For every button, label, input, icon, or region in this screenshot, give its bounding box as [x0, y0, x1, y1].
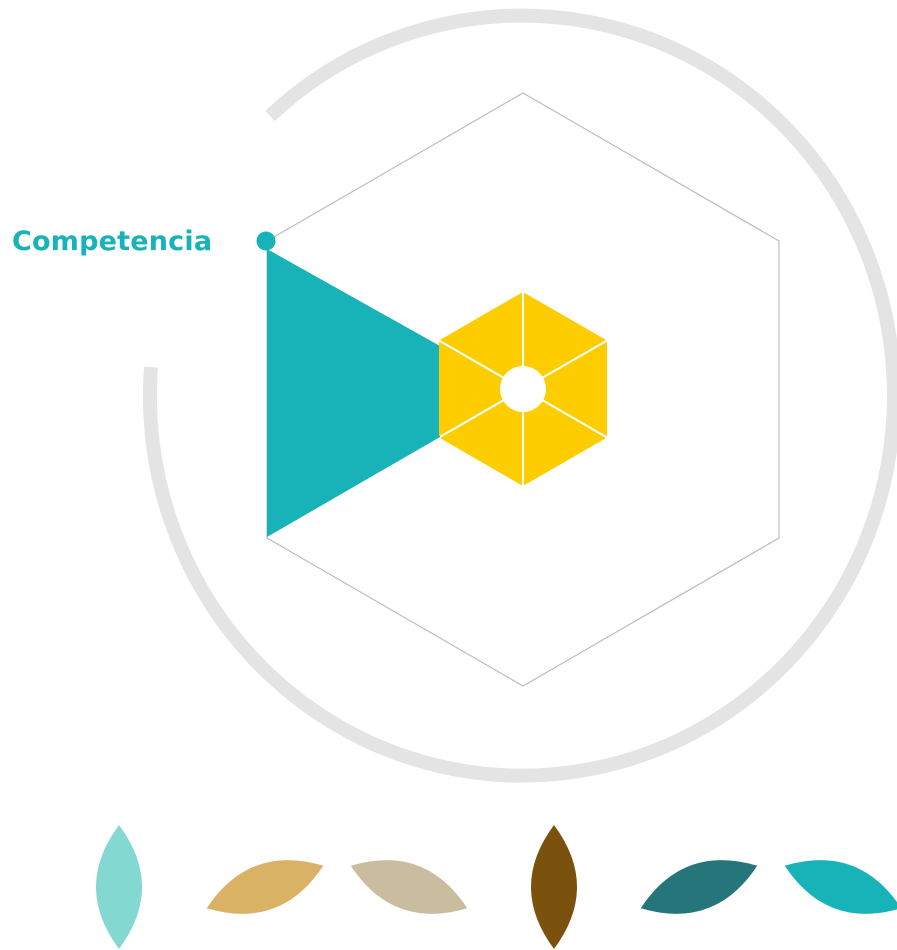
legend-petal-3[interactable] [343, 844, 475, 930]
center-hub [500, 366, 546, 412]
legend-petal-2[interactable] [199, 844, 331, 930]
color-legend [96, 825, 897, 949]
legend-petal-4[interactable] [531, 825, 577, 949]
center-hexagon-triangle [525, 342, 607, 436]
center-hexagon [439, 292, 607, 486]
center-hexagon-triangle [440, 391, 522, 486]
outer-ring [142, 8, 897, 783]
center-hexagon-triangle [439, 342, 521, 436]
legend-petal-6[interactable] [777, 844, 897, 930]
legend-petal-1[interactable] [96, 825, 142, 949]
legend-petal-5[interactable] [633, 844, 765, 930]
center-hexagon-triangle [440, 292, 522, 387]
competencia-segment[interactable] [267, 249, 440, 537]
center-hexagon-triangle [524, 391, 606, 486]
center-hexagon-triangle [524, 292, 606, 387]
competencia-marker-dot[interactable] [256, 231, 276, 251]
competencia-label[interactable]: Competencia [12, 226, 213, 257]
